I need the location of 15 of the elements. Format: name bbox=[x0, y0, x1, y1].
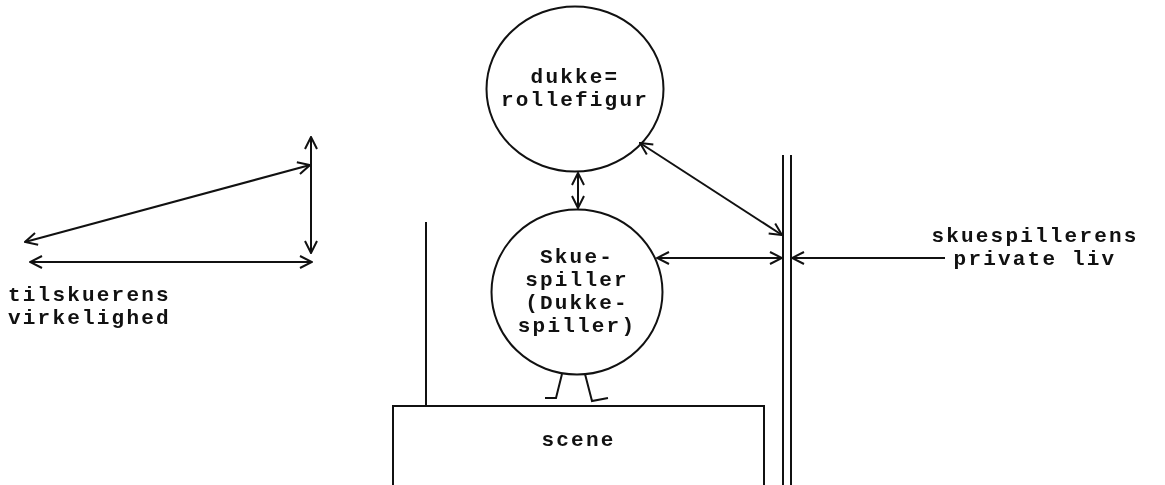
node-label: Skue- spiller (Dukke- spiller) bbox=[516, 246, 638, 338]
double-arrow bbox=[571, 172, 585, 209]
double-arrow bbox=[639, 142, 783, 236]
text-label: skuespillerens private liv bbox=[931, 224, 1139, 271]
node-label: dukke= rollefigur bbox=[500, 66, 650, 112]
stage-box bbox=[392, 405, 765, 485]
circle-node bbox=[490, 208, 664, 376]
double-arrow bbox=[24, 161, 311, 246]
double-arrow bbox=[656, 251, 783, 265]
node-label: scene bbox=[541, 429, 616, 452]
double-arrow bbox=[29, 255, 313, 269]
text-label: tilskuerens virkelighed bbox=[8, 284, 172, 330]
arrow bbox=[791, 251, 946, 265]
circle-node bbox=[485, 5, 665, 173]
wall-bar bbox=[782, 155, 792, 485]
